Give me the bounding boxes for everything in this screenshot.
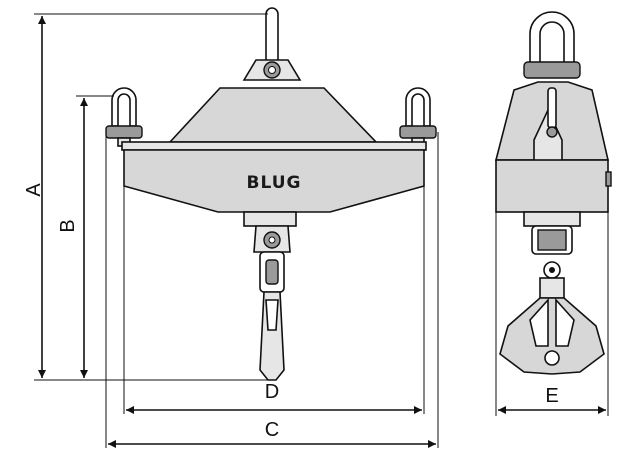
side-lower-body: [495, 159, 609, 213]
dimension-a-label: A: [23, 183, 45, 197]
front-view: BLUG: [105, 7, 437, 381]
brand-label: BLUG: [247, 173, 302, 193]
side-hook: [499, 297, 605, 375]
hook-block-top: [243, 211, 297, 227]
left-shackle: [105, 87, 143, 147]
dimension-d-label: D: [265, 381, 279, 403]
beam-top-plate: [121, 141, 427, 151]
dimension-b-label: B: [57, 219, 79, 232]
dimension-c-label: C: [265, 419, 279, 441]
dimension-lines: A B D C E: [23, 13, 609, 448]
beam-upper-body: [168, 87, 378, 143]
top-shackle: [242, 7, 302, 81]
hook: [259, 291, 285, 381]
side-top-shackle: [523, 11, 581, 79]
side-view: [494, 11, 612, 375]
dimension-e-label: E: [545, 385, 558, 407]
right-shackle: [399, 87, 437, 147]
